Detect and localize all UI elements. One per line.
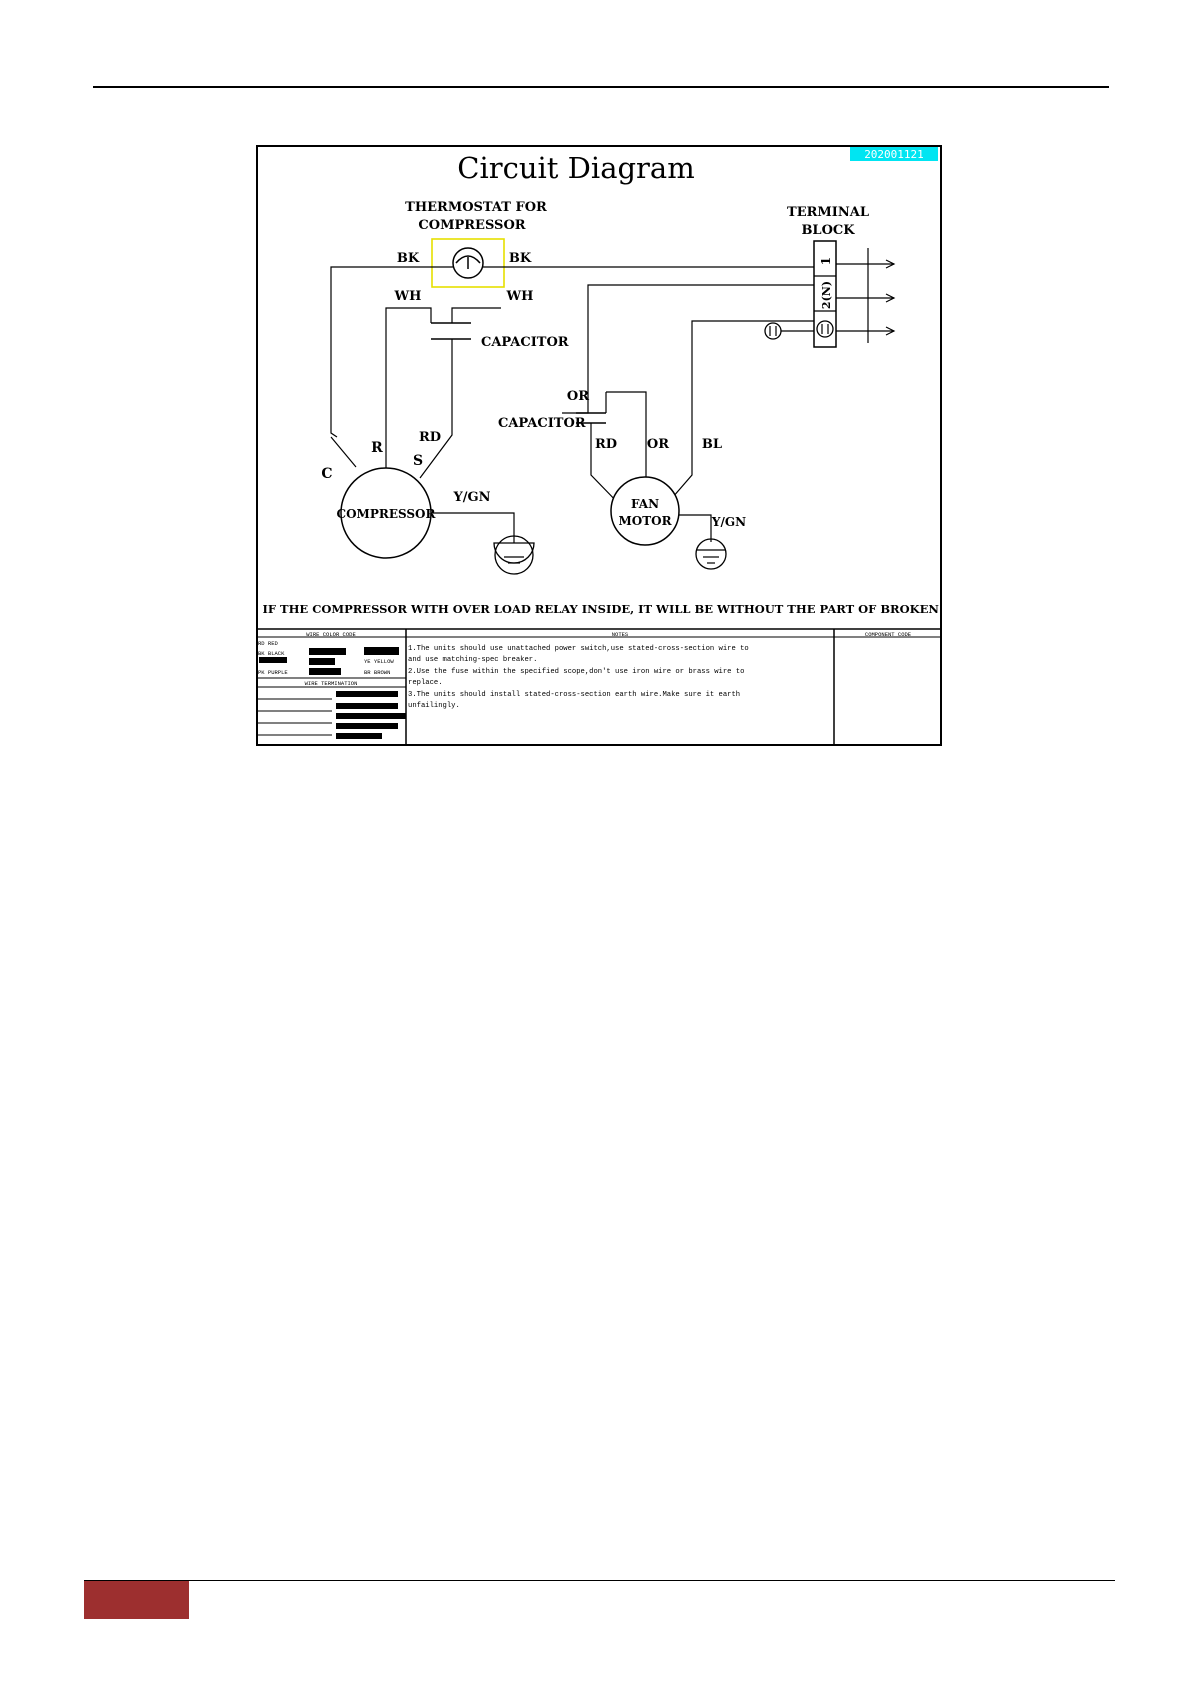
color-swatch [309, 648, 346, 655]
circuit-diagram: 202001121 Circuit Diagram THERMOSTAT FOR… [256, 145, 942, 747]
wire-termination-title: WIRE TERMINATION [305, 680, 358, 687]
color-swatch [259, 657, 287, 663]
terminal-block-label-2: BLOCK [801, 223, 855, 238]
note-2b: replace. [408, 679, 443, 687]
footer-tab [84, 1581, 189, 1619]
wire-label-rd-compressor: RD [419, 430, 441, 445]
wire-label-bl: BL [702, 437, 722, 452]
compressor-terminal-c: C [321, 466, 332, 482]
termination-swatch [336, 723, 398, 729]
termination-swatch [336, 713, 406, 719]
terminal-1: 1 [819, 257, 833, 265]
fan-motor-label-1: FAN [631, 497, 659, 511]
wire-label-ygn-compressor: Y/GN [452, 490, 490, 505]
thermostat-label-1: THERMOSTAT FOR [405, 200, 547, 215]
wire-label-wh-left: WH [394, 289, 422, 304]
color-code-pk: PK PURPLE [258, 669, 288, 676]
wire-label-or-fan: OR [647, 437, 669, 452]
color-code-br: BR BROWN [364, 669, 390, 676]
fan-motor-label-2: MOTOR [618, 514, 672, 528]
arrow-right-icon [885, 259, 896, 269]
wire-label-bk-right: BK [509, 251, 532, 266]
fan-motor [610, 476, 680, 546]
termination-swatch [336, 691, 398, 697]
color-code-ye: YE YELLOW [364, 658, 394, 665]
wire-label-wh-right: WH [506, 289, 534, 304]
note-3b: unfailingly. [408, 702, 460, 710]
note-2a: 2.Use the fuse within the specified scop… [408, 668, 744, 676]
drawing-number-box [850, 147, 938, 161]
header-rule [93, 86, 1109, 88]
color-swatch [309, 668, 341, 675]
termination-swatch [336, 703, 398, 709]
color-code-rd: RD RED [258, 640, 279, 647]
color-code-bk: BK BLACK [258, 650, 285, 657]
capacitor-2-label: CAPACITOR [498, 416, 586, 431]
wire-color-code-title: WIRE COLOR CODE [306, 631, 356, 638]
terminal-2: 2(N) [820, 281, 833, 309]
thermostat-label-2: COMPRESSOR [418, 218, 525, 233]
footer-rule [84, 1580, 1115, 1581]
ground-icon [695, 538, 727, 570]
arrow-right-icon [885, 326, 896, 336]
compressor-label: COMPRESSOR [337, 507, 437, 521]
thermostat-symbol [452, 247, 484, 279]
note-1b: and use matching-spec breaker. [408, 656, 537, 664]
component-code-title: COMPONENT CODE [865, 631, 912, 638]
terminal-block [813, 240, 837, 348]
termination-swatch [336, 733, 382, 739]
color-swatch [364, 647, 399, 655]
notes-title: NOTES [612, 631, 629, 638]
wire-label-bk-left: BK [397, 251, 420, 266]
wire-label-rd-fan: RD [595, 437, 617, 452]
compressor-terminal-s: S [413, 453, 423, 469]
compressor-terminal-r: R [371, 440, 383, 456]
drawing-number: 202001121 [864, 148, 924, 161]
color-swatch [309, 658, 335, 665]
ground-terminal-icon [816, 320, 834, 338]
wire-label-ygn-fan: Y/GN [711, 515, 746, 529]
note-1a: 1.The units should use unattached power … [408, 645, 749, 653]
wire-label-or-top: OR [567, 389, 589, 404]
thermostat-outline [431, 238, 505, 288]
arrow-right-icon [885, 293, 896, 303]
diagram-title: Circuit Diagram [457, 151, 694, 185]
capacitor-1-label: CAPACITOR [481, 335, 569, 350]
terminal-block-label-1: TERMINAL [787, 205, 869, 220]
note-3a: 3.The units should install stated-cross-… [408, 691, 740, 699]
diagram-note: NOTE: IF THE COMPRESSOR WITH OVER LOAD R… [256, 602, 942, 616]
